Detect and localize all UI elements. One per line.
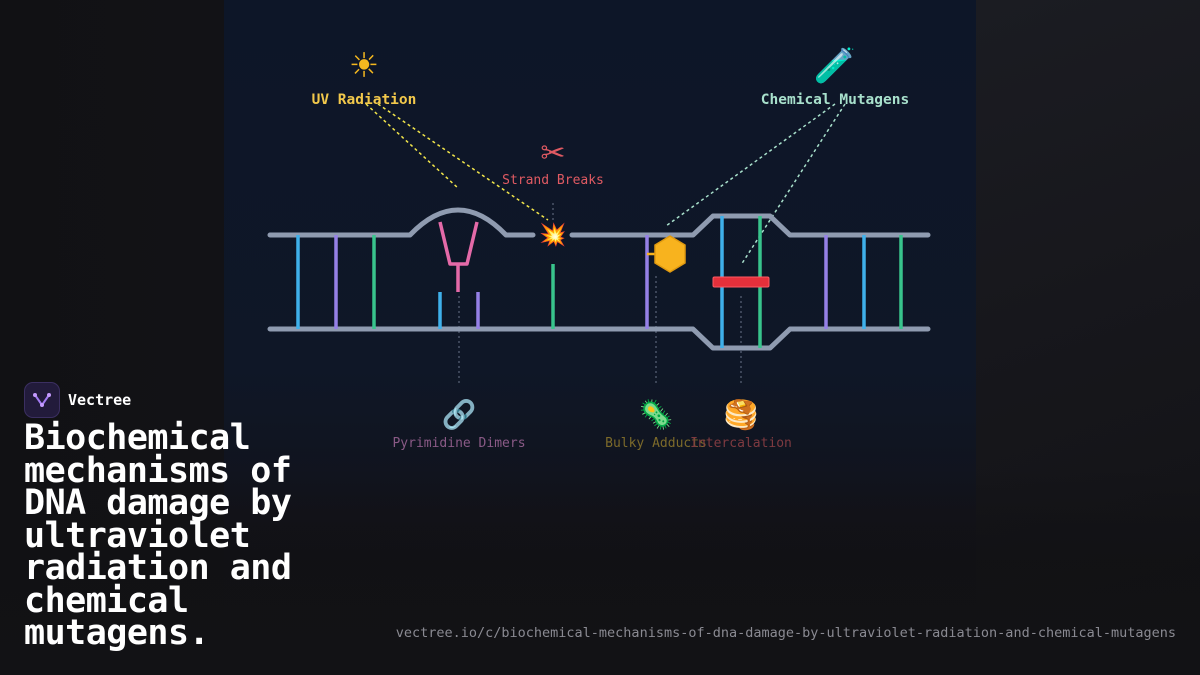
intercalation-label: Intercalation	[690, 436, 792, 451]
vectree-logo-icon	[24, 382, 60, 418]
chemical-mutagens-label: Chemical Mutagens	[761, 92, 909, 108]
pyrimidine-dimer-lesion	[438, 221, 479, 292]
uv-to-dimer-connector	[365, 103, 459, 189]
pancakes-icon: 🥞	[724, 398, 759, 432]
pyrimidine-dimers-label: Pyrimidine Dimers	[392, 436, 525, 451]
adduct-hexagon	[654, 235, 686, 273]
bulky-adduct-lesion	[647, 235, 686, 273]
bottom-fade	[0, 470, 1200, 675]
brand: Vectree	[24, 382, 131, 418]
logo-mark	[33, 393, 51, 407]
dimer-bases	[438, 221, 479, 266]
source-url: vectree.io/c/biochemical-mechanisms-of-d…	[395, 625, 1176, 641]
top-strand-left	[267, 207, 536, 238]
bottom-strand	[267, 326, 931, 351]
page-title: Biochemical mechanisms of DNA damage by …	[24, 418, 292, 653]
connector-lines	[365, 103, 846, 386]
scissors-icon: ✂	[540, 136, 565, 171]
brand-name: Vectree	[68, 391, 132, 409]
intercalator-molecule	[712, 276, 770, 288]
microbe-icon: 🦠	[639, 398, 674, 431]
bulky-adducts-label: Bulky Adducts	[605, 436, 707, 451]
test-tube-icon: 🧪	[814, 46, 856, 86]
collision-icon: 💥	[539, 222, 566, 248]
uv-to-break-connector	[377, 103, 549, 221]
chem-to-adduct-connector	[665, 103, 836, 227]
chem-to-intercalation-connector	[740, 103, 846, 266]
uv-radiation-label: UV Radiation	[312, 92, 417, 108]
strand-breaks-label: Strand Breaks	[502, 173, 604, 188]
top-strand-right	[569, 213, 931, 238]
link-icon: 🔗	[442, 397, 477, 431]
sun-icon: ☀	[349, 46, 379, 86]
backbone	[267, 207, 931, 351]
